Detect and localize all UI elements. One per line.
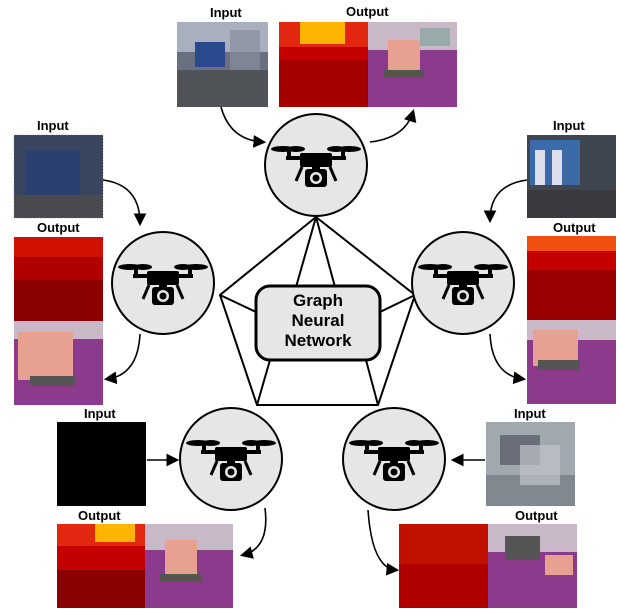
arrow-ul-out: [103, 333, 141, 385]
label-input-lower-left: Input: [84, 406, 116, 421]
output-depth-lower-left: [57, 524, 145, 608]
gnn-title: Graph Neural Network: [258, 291, 378, 351]
output-seg-upper-right: [527, 320, 616, 404]
pentagon-graph: [218, 215, 417, 406]
output-depth-top: [279, 22, 368, 107]
gnn-title-line-3: Network: [284, 331, 352, 350]
edge-left: [219, 294, 257, 313]
arrow-ur-out: [489, 333, 527, 385]
drone-icon-top: [263, 112, 369, 218]
edge-top: [295, 216, 317, 288]
output-depth-lower-right: [399, 524, 488, 608]
input-image-upper-right: [527, 135, 616, 218]
output-seg-lower-right: [488, 524, 577, 608]
arrow-top-in: [220, 106, 267, 148]
drone-icon-upper-right: [410, 230, 516, 336]
label-output-upper-right: Output: [553, 220, 596, 235]
label-input-lower-right: Input: [514, 406, 546, 421]
label-input-top: Input: [210, 5, 242, 20]
arrow-top-out: [369, 108, 417, 143]
edge-right: [379, 294, 416, 313]
drone-icon-lower-left: [178, 406, 284, 512]
label-input-upper-left: Input: [37, 118, 69, 133]
arrow-ll-out: [239, 507, 267, 559]
drone-icon-upper-left: [110, 230, 216, 336]
label-output-upper-left: Output: [37, 220, 80, 235]
output-seg-upper-left: [14, 321, 103, 405]
input-image-lower-left: [57, 422, 146, 506]
arrow-ul-in: [102, 179, 147, 227]
gnn-title-line-1: Graph: [292, 291, 344, 310]
output-seg-top: [368, 22, 457, 107]
input-image-upper-left: [13, 134, 104, 219]
label-output-lower-right: Output: [515, 508, 558, 523]
edge-bottom-left: [256, 359, 271, 406]
edge-top-2: [315, 216, 336, 288]
gnn-box: [254, 284, 382, 362]
label-output-top: Output: [346, 4, 389, 19]
arrow-lr-out: [367, 509, 400, 576]
input-image-top: [177, 22, 268, 107]
output-depth-upper-right: [527, 236, 616, 320]
output-seg-lower-left: [145, 524, 233, 608]
label-output-lower-left: Output: [78, 508, 121, 523]
edge-bottom-right: [365, 359, 379, 406]
input-image-lower-right: [486, 422, 575, 506]
arrow-ur-in: [483, 179, 528, 224]
label-input-upper-right: Input: [553, 118, 585, 133]
output-depth-upper-left: [14, 237, 103, 321]
drone-icon-lower-right: [341, 406, 447, 512]
gnn-title-line-2: Neural: [291, 311, 345, 330]
